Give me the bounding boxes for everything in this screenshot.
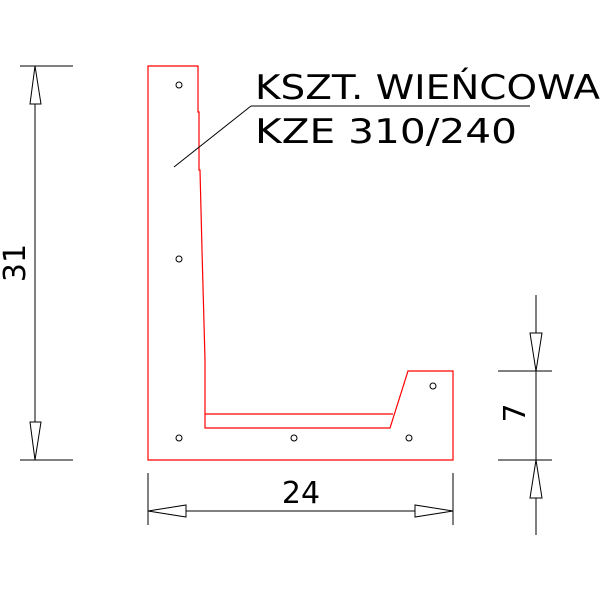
dimension-flange (498, 295, 552, 535)
holes (175, 81, 437, 442)
hole (290, 434, 298, 442)
profile-outline (147, 65, 454, 461)
dimension-height-label: 31 (0, 244, 33, 282)
dimension-height (20, 65, 73, 461)
dimension-width (147, 473, 454, 525)
title-line1: KSZT. WIEŃCOWA (255, 67, 600, 108)
dimension-width-label: 24 (282, 476, 320, 511)
hole (175, 255, 183, 263)
hole (175, 434, 183, 442)
hole (405, 434, 413, 442)
hole (175, 81, 183, 89)
dimension-flange-label: 7 (498, 403, 533, 422)
hole (429, 382, 437, 390)
leader-line (173, 105, 530, 168)
title-line2: KZE 310/240 (255, 112, 517, 152)
